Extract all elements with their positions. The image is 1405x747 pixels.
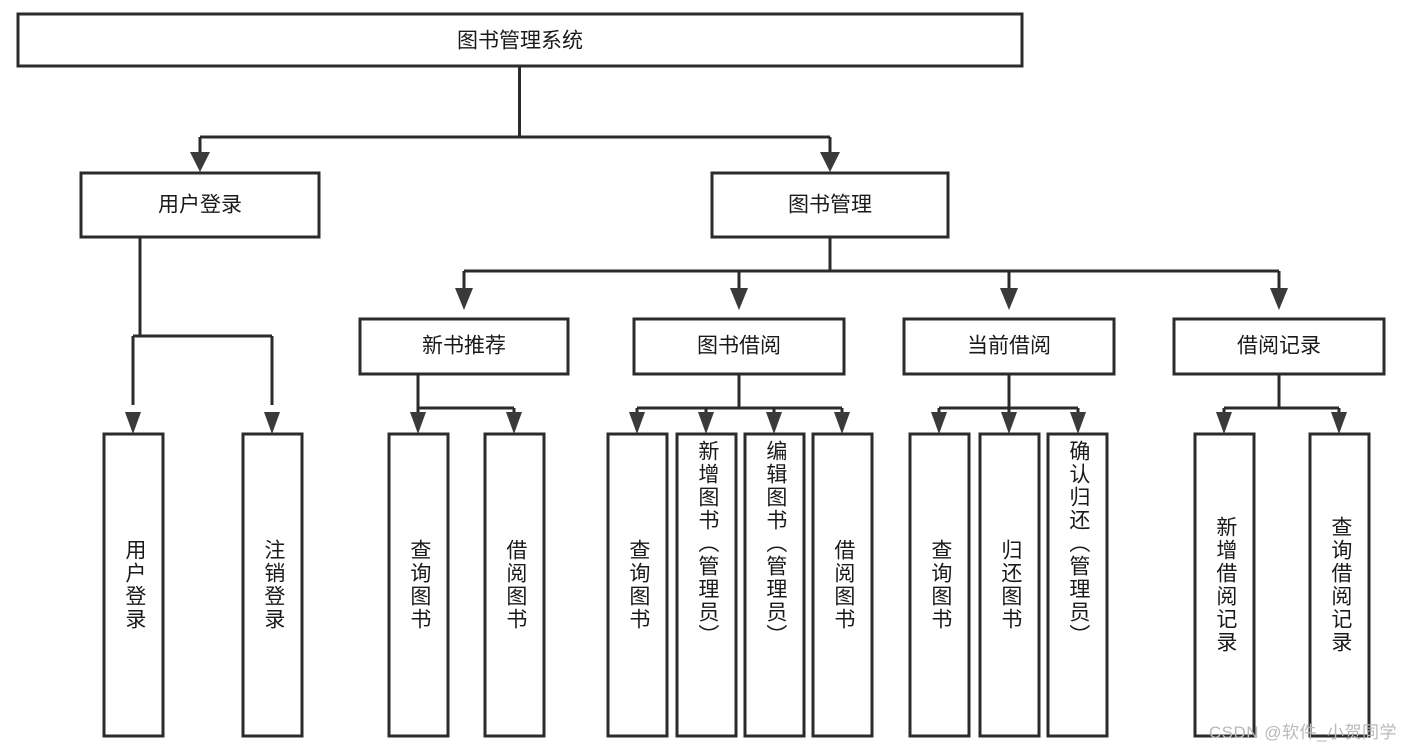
arrow-to-leaf-bb-borrow [834,412,850,434]
arrowheads-group [125,152,1347,434]
node-box-root[interactable] [16,12,1024,68]
arrow-to-leaf-bb-query [629,412,645,434]
leaf-box-rec-add-record[interactable] [1193,432,1256,738]
arrow-to-book-borrow [730,288,748,310]
leaf-box-bb-add-book[interactable] [675,432,738,738]
node-label-new-book-recommend: 新书推荐 [422,335,506,358]
arrow-to-leaf-nb-query [410,412,426,434]
leaf-box-rec-query-record[interactable] [1308,432,1371,738]
arrow-to-new-book [455,288,473,310]
arrow-to-leaf-user-login [125,412,141,434]
arrow-to-leaf-nb-borrow [506,412,522,434]
arrow-to-leaf-rec-add [1216,412,1232,434]
arrow-to-leaf-cb-query [931,412,947,434]
leaf-box-cb-confirm-return[interactable] [1046,432,1109,738]
leaf-box-bb-edit-book[interactable] [743,432,806,738]
leaf-box-nb-borrow-book[interactable] [483,432,546,738]
arrow-to-leaf-rec-query [1331,412,1347,434]
node-box-book-management[interactable] [710,171,950,239]
arrow-to-leaf-bb-edit [766,412,782,434]
arrow-to-borrow-records [1270,288,1288,310]
connector-records-to-leaves [1222,375,1341,418]
node-label-root: 图书管理系统 [457,30,583,53]
node-box-book-borrow[interactable] [632,317,846,376]
node-label-borrow-records: 借阅记录 [1237,335,1321,358]
connector-newbook-bus [416,406,516,418]
leaf-box-bb-borrow-book[interactable] [811,432,874,738]
arrow-to-user-login [190,152,210,172]
connector-root-to-level2 [198,67,832,160]
connector-newbook-to-leaves [416,375,514,410]
node-label-book-management: 图书管理 [788,194,872,217]
arrow-to-leaf-bb-add [698,412,714,434]
arrow-to-book-mgmt [820,152,840,172]
node-box-borrow-records[interactable] [1172,317,1386,376]
node-label-book-borrow: 图书借阅 [697,335,781,358]
leaf-box-user-login[interactable] [102,432,165,738]
connector-bookmgmt-to-level3 [462,238,1281,293]
node-label-user-login: 用户登录 [158,194,242,217]
leaf-box-nb-query-book[interactable] [387,432,450,738]
node-box-user-login[interactable] [79,171,321,239]
connector-userlogin-to-leaves [131,238,274,405]
arrow-to-leaf-logout [264,412,280,434]
watermark-text: CSDN @软件_小贺同学 [1208,723,1397,742]
node-box-new-book-recommend[interactable] [358,317,570,376]
leaf-box-cb-return-book[interactable] [978,432,1041,738]
boxes-group: 图书管理系统 用户登录 图书管理 新书推荐 图书借阅 当前借阅 借阅记录 [16,12,1386,738]
arrow-to-leaf-cb-confirm [1070,412,1086,434]
arrow-to-leaf-cb-return [1001,412,1017,434]
leaf-box-logout[interactable] [241,432,304,738]
connector-current-to-leaves [937,375,1080,418]
arrow-to-current-borrow [1000,288,1018,310]
leaf-box-bb-query-book[interactable] [606,432,669,738]
node-box-current-borrow[interactable] [902,317,1116,376]
node-label-current-borrow: 当前借阅 [967,335,1051,358]
leaf-box-cb-query-book[interactable] [908,432,971,738]
connector-borrow-to-leaves [635,375,844,418]
